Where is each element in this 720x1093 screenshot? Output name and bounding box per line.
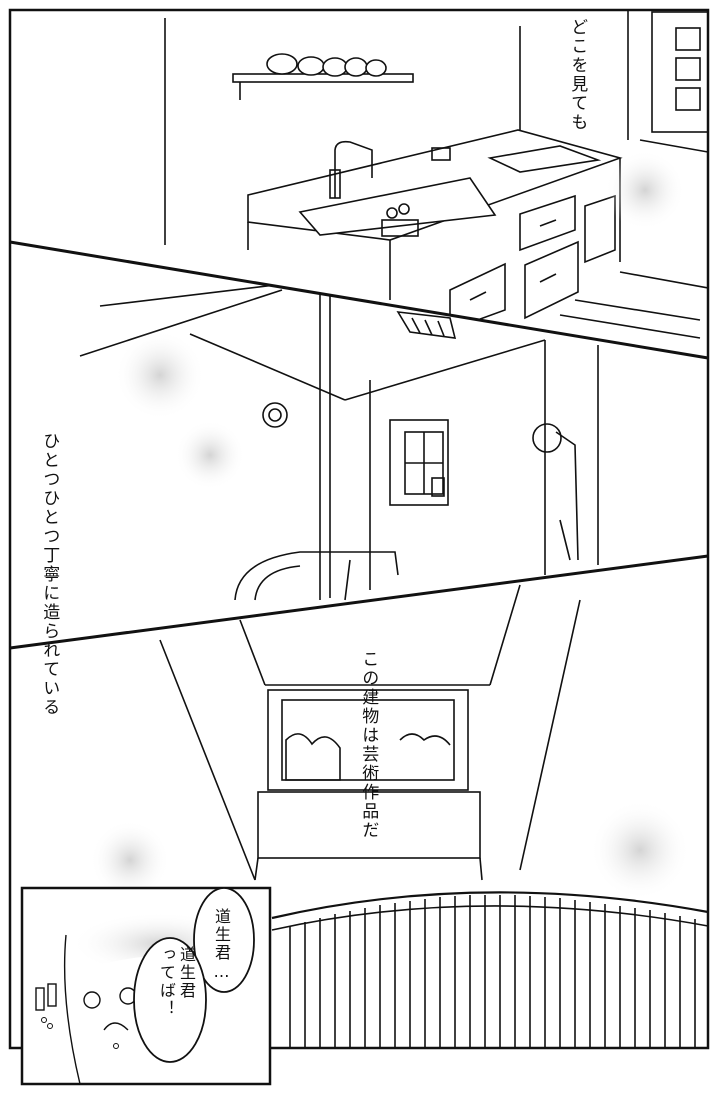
speech-bubble-1-text: 道生君… <box>212 908 231 983</box>
tub-rim <box>271 891 709 1048</box>
panel-bathroom <box>79 281 599 601</box>
speech-bubble-2-line-2: ってば！ <box>157 946 176 1018</box>
narration-caption-2: ひとつひとつ丁寧に造られている <box>39 432 60 717</box>
speech-bubble-1 <box>193 887 255 993</box>
speech-bubble-2-line-1: 道生君 <box>177 946 196 1000</box>
narration-caption-3: この建物は芸術作品だ <box>358 650 379 840</box>
panel-corridor <box>90 584 690 900</box>
panel-divider-2 <box>9 554 709 650</box>
panel-divider-1 <box>9 240 709 360</box>
speech-bubble-2-text: 道生君 ってば！ <box>156 946 196 1018</box>
page-border <box>8 8 710 1050</box>
panel-kitchen <box>164 10 708 339</box>
narration-caption-1: どこを見ても <box>567 18 588 132</box>
speech-bubble-2 <box>133 937 207 1063</box>
